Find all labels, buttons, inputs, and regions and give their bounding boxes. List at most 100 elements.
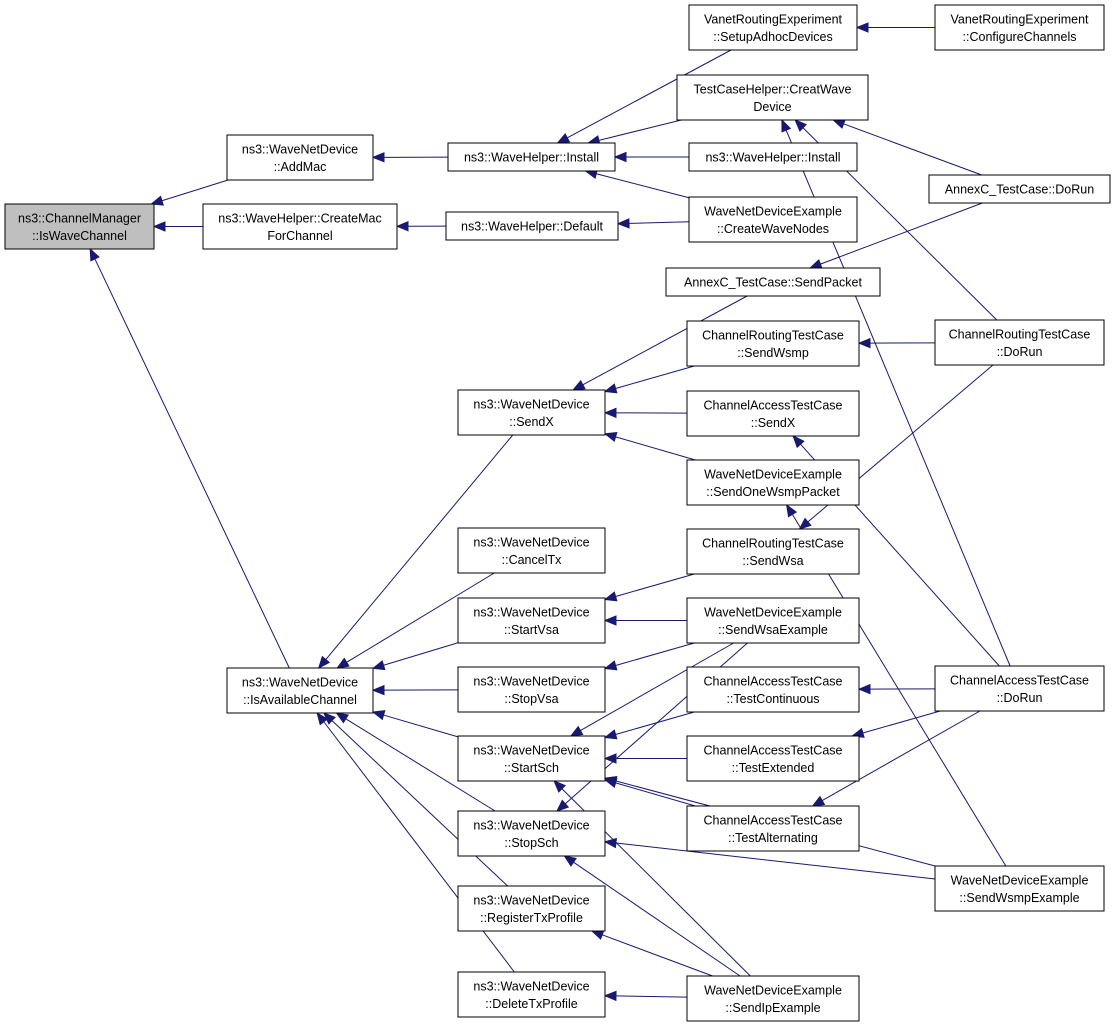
arrowhead bbox=[553, 780, 566, 793]
edge-acsend-to-sendx bbox=[582, 295, 748, 386]
node-cattestcont[interactable]: ChannelAccessTestCase::TestContinuous bbox=[686, 666, 860, 713]
arrowhead bbox=[590, 930, 605, 940]
node-label: ::SendX bbox=[509, 415, 554, 429]
node-catsendx[interactable]: ChannelAccessTestCase::SendX bbox=[686, 390, 860, 437]
edge-stopsch-to-isavail bbox=[345, 718, 496, 812]
edge-canceltx-to-isavail bbox=[346, 572, 495, 663]
node-label: ::StopVsa bbox=[504, 692, 558, 706]
edge-acdorun-to-tchcreat bbox=[843, 123, 982, 176]
arrowhead bbox=[603, 775, 618, 787]
node-canceltx[interactable]: ns3::WaveNetDevice::CancelTx bbox=[457, 527, 606, 574]
node-label: ChannelAccessTestCase bbox=[950, 673, 1089, 687]
node-box bbox=[457, 527, 606, 574]
node-box bbox=[686, 390, 860, 437]
node-box bbox=[686, 459, 860, 506]
arrowhead bbox=[556, 132, 571, 144]
arrowhead bbox=[603, 407, 617, 419]
arrowhead bbox=[152, 221, 166, 232]
node-box bbox=[686, 528, 860, 575]
node-cattestext[interactable]: ChannelAccessTestCase::TestExtended bbox=[686, 735, 860, 782]
edge-sendx-to-isavail bbox=[325, 434, 514, 660]
node-label: ns3::WaveNetDevice bbox=[473, 397, 589, 411]
node-label: WaveNetDeviceExample bbox=[704, 983, 842, 997]
edge-catdorun-to-cattestalt bbox=[821, 710, 981, 802]
node-label: ::TestAlternating bbox=[728, 831, 818, 845]
node-label: ns3::WaveNetDevice bbox=[473, 893, 589, 907]
node-box bbox=[934, 4, 1105, 51]
node-crtsendwsmp[interactable]: ChannelRoutingTestCase::SendWsmp bbox=[686, 320, 860, 367]
node-label: WaveNetDeviceExample bbox=[704, 605, 842, 619]
node-cattestalt[interactable]: ChannelAccessTestCase::TestAlternating bbox=[686, 805, 860, 852]
node-label: ::IsAvailableChannel bbox=[243, 693, 357, 707]
node-label: ns3::WaveHelper::Install bbox=[464, 151, 599, 165]
edge-startsch-to-isavail bbox=[383, 714, 459, 738]
node-wndecreate[interactable]: WaveNetDeviceExample::CreateWaveNodes bbox=[688, 196, 858, 243]
node-root[interactable]: ns3::ChannelManager::IsWaveChannel bbox=[4, 203, 155, 250]
edge-wndesendone-to-sendx bbox=[615, 436, 696, 461]
arrowhead bbox=[794, 119, 808, 132]
arrowhead bbox=[371, 152, 385, 163]
arrowhead bbox=[603, 591, 618, 602]
node-label: ns3::WaveNetDevice bbox=[473, 818, 589, 832]
node-vrconfig[interactable]: VanetRoutingExperiment::ConfigureChannel… bbox=[934, 4, 1105, 51]
node-label: ::TestExtended bbox=[732, 761, 815, 775]
node-box bbox=[226, 134, 374, 181]
node-box bbox=[457, 735, 606, 782]
arrowhead bbox=[798, 517, 812, 530]
node-catdorun[interactable]: ChannelAccessTestCase::DoRun bbox=[934, 665, 1105, 712]
node-stopsch[interactable]: ns3::WaveNetDevice::StopSch bbox=[457, 810, 606, 857]
node-box bbox=[686, 975, 860, 1022]
node-box bbox=[4, 203, 155, 250]
edge-acdorun-to-acsend bbox=[820, 202, 983, 265]
arrowhead bbox=[603, 431, 618, 443]
arrowhead bbox=[603, 383, 618, 394]
node-label: ChannelAccessTestCase bbox=[704, 398, 843, 412]
node-label: ::SendOneWsmpPacket bbox=[706, 485, 840, 499]
node-stopvsa[interactable]: ns3::WaveNetDevice::StopVsa bbox=[457, 666, 606, 713]
node-whdefault[interactable]: ns3::WaveHelper::Default bbox=[445, 211, 619, 241]
arrowhead bbox=[603, 660, 618, 671]
edge-wndesendip-to-deltx bbox=[615, 995, 688, 998]
arrowhead bbox=[603, 615, 617, 626]
node-box bbox=[457, 810, 606, 857]
node-vrsetup[interactable]: VanetRoutingExperiment::SetupAdhocDevice… bbox=[688, 4, 858, 51]
node-wndesendwsmp[interactable]: WaveNetDeviceExample::SendWsmpExample bbox=[934, 865, 1105, 912]
node-whinstall[interactable]: ns3::WaveHelper::Install bbox=[447, 142, 616, 172]
node-startsch[interactable]: ns3::WaveNetDevice::StartSch bbox=[457, 735, 606, 782]
node-label: ::SendWsmp bbox=[737, 346, 809, 360]
arrowhead bbox=[571, 379, 586, 391]
edge-wndesendwsa-to-stopvsa bbox=[615, 642, 695, 666]
node-label: ::DoRun bbox=[997, 691, 1043, 705]
node-crtdorun[interactable]: ChannelRoutingTestCase::DoRun bbox=[934, 319, 1105, 366]
edges-layer bbox=[89, 22, 1011, 1002]
arrowhead bbox=[371, 684, 385, 696]
node-acsend[interactable]: AnnexC_TestCase::SendPacket bbox=[665, 267, 881, 297]
node-acdorun[interactable]: AnnexC_TestCase::DoRun bbox=[928, 174, 1111, 204]
node-regtx[interactable]: ns3::WaveNetDevice::RegisterTxProfile bbox=[457, 885, 606, 932]
node-label: ChannelRoutingTestCase bbox=[949, 327, 1091, 341]
node-wndesendip[interactable]: WaveNetDeviceExample::SendIpExample bbox=[686, 975, 860, 1022]
node-crtsendwsa[interactable]: ChannelRoutingTestCase::SendWsa bbox=[686, 528, 860, 575]
node-wndesendone[interactable]: WaveNetDeviceExample::SendOneWsmpPacket bbox=[686, 459, 860, 506]
node-whinstall2[interactable]: ns3::WaveHelper::Install bbox=[688, 142, 858, 172]
node-isavail[interactable]: ns3::WaveNetDevice::IsAvailableChannel bbox=[226, 667, 374, 714]
node-label: ::DoRun bbox=[997, 345, 1043, 359]
node-box bbox=[688, 142, 858, 172]
node-label: ChannelRoutingTestCase bbox=[702, 328, 844, 342]
node-box bbox=[934, 319, 1105, 366]
arrowhead bbox=[857, 683, 871, 695]
node-startvsa[interactable]: ns3::WaveNetDevice::StartVsa bbox=[457, 597, 606, 644]
node-sendx[interactable]: ns3::WaveNetDevice::SendX bbox=[457, 389, 606, 436]
node-addmac[interactable]: ns3::WaveNetDevice::AddMac bbox=[226, 134, 374, 181]
node-deltx[interactable]: ns3::WaveNetDevice::DeleteTxProfile bbox=[457, 971, 606, 1018]
arrowhead bbox=[603, 837, 618, 849]
arrowhead bbox=[336, 657, 350, 669]
arrowhead bbox=[316, 711, 329, 726]
arrowhead bbox=[563, 855, 577, 867]
node-label: ::TestContinuous bbox=[726, 692, 819, 706]
node-wndesendwsa[interactable]: WaveNetDeviceExample::SendWsaExample bbox=[686, 597, 860, 644]
node-label: ChannelAccessTestCase bbox=[704, 813, 843, 827]
node-label: ::StartVsa bbox=[504, 623, 559, 637]
